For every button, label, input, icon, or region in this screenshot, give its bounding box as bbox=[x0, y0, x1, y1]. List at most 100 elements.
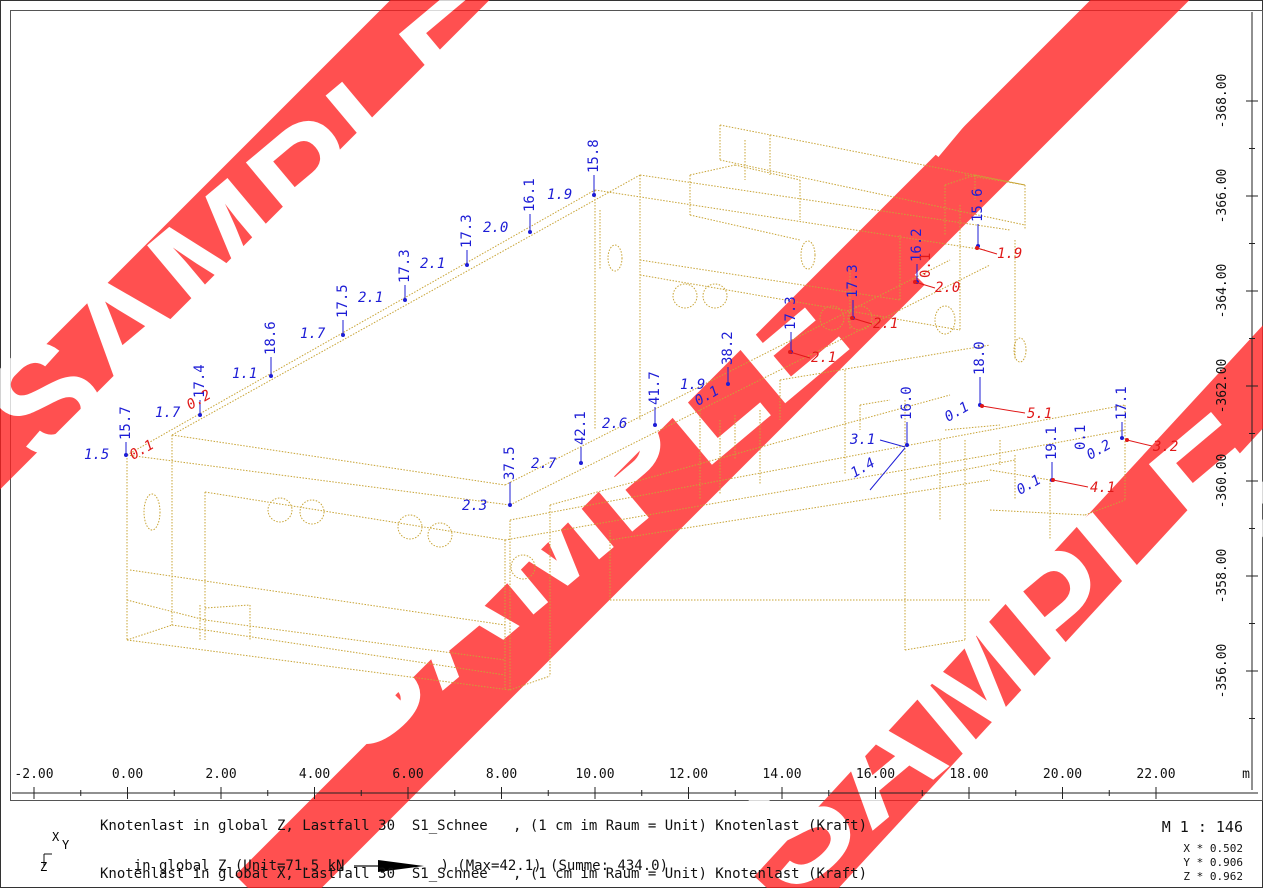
wire-opening bbox=[672, 283, 698, 309]
wire-edge bbox=[204, 604, 251, 609]
wire-edge bbox=[126, 454, 511, 506]
x-load-label-red: 2.1 bbox=[811, 350, 836, 366]
z-load-label: 15.6 bbox=[970, 188, 986, 222]
node-marker bbox=[1051, 478, 1055, 482]
wire-edge bbox=[126, 599, 206, 621]
footer-unit-text: in global Z (Unit=71.5 kN bbox=[133, 858, 345, 874]
wire-edge bbox=[509, 264, 991, 506]
y-tick-label: -362.00 bbox=[1215, 359, 1230, 414]
z-load-label: 16.1 bbox=[522, 178, 538, 212]
wire-edge bbox=[639, 274, 961, 331]
y-tick-label: -366.00 bbox=[1215, 169, 1230, 224]
wire-edge bbox=[944, 424, 1001, 431]
z-load-label: 17.3 bbox=[459, 214, 475, 248]
wire-edge bbox=[909, 459, 1016, 481]
wire-edge bbox=[964, 174, 1026, 186]
y-tick-label: -368.00 bbox=[1215, 74, 1230, 129]
wire-edge bbox=[171, 174, 641, 436]
x-load-label-red: 2.0 bbox=[935, 280, 960, 296]
axis-y-label: Y bbox=[62, 838, 70, 852]
y-axis: -368.00 -366.00 -364.00 -362.00 -360.00 -358.… bbox=[1215, 12, 1258, 790]
x-load-label: 1.7 bbox=[155, 405, 181, 421]
wire-edge bbox=[204, 491, 506, 541]
x-load-label-red: 3.2 bbox=[1152, 439, 1178, 455]
load-arrow bbox=[976, 247, 998, 255]
watermark-text: SAMPLE bbox=[703, 379, 1263, 888]
x-load-label: 2.1 bbox=[420, 256, 445, 272]
x-tick-label: 0.00 bbox=[112, 767, 143, 782]
x-load-label: 2.3 bbox=[462, 498, 487, 514]
x-load-label: 3.1 bbox=[849, 432, 875, 448]
wire-opening bbox=[1013, 337, 1027, 363]
watermark-gap bbox=[921, 22, 1039, 158]
z-load-label: 18.6 bbox=[263, 321, 279, 355]
wire-edge bbox=[639, 174, 1011, 231]
load-arrow bbox=[914, 281, 936, 289]
node-marker bbox=[1120, 436, 1124, 440]
x-tick-label: 4.00 bbox=[299, 767, 330, 782]
y-tick-label: -364.00 bbox=[1215, 264, 1230, 319]
wire-opening bbox=[143, 493, 161, 531]
wireframe bbox=[126, 124, 1126, 691]
wire-edge bbox=[129, 569, 506, 626]
node-marker bbox=[465, 263, 469, 267]
wire-opening bbox=[267, 497, 293, 523]
watermark-band bbox=[754, 325, 1263, 888]
watermark-gap bbox=[731, 72, 889, 238]
wire-opening bbox=[427, 522, 453, 548]
x-tick-label: 12.00 bbox=[669, 767, 708, 782]
x-tick-label: -2.00 bbox=[14, 767, 53, 782]
node-marker bbox=[124, 453, 128, 457]
axis-x-label: X bbox=[52, 830, 60, 844]
y-tick-label: -360.00 bbox=[1215, 454, 1230, 509]
watermark-gap bbox=[991, 222, 1239, 508]
wire-edge bbox=[689, 164, 736, 176]
x-load-label: 2.1 bbox=[358, 290, 383, 306]
wire-edge bbox=[859, 399, 891, 406]
footer-line-1: Knotenlast in global Z, Lastfall 30 S1_S… bbox=[100, 818, 868, 834]
wire-edge bbox=[549, 394, 951, 506]
x-tick-label: 18.00 bbox=[949, 767, 988, 782]
wire-opening bbox=[397, 514, 423, 540]
wire-edge bbox=[171, 624, 506, 676]
wire-edge bbox=[126, 189, 596, 456]
z-load-label: 19.1 bbox=[1044, 426, 1060, 460]
x-load-label: 1.7 bbox=[300, 326, 326, 342]
wire-opening bbox=[299, 499, 325, 525]
footer-line-2: in global Z (Unit=71.5 kN ) (Max=42.1) (S… bbox=[100, 842, 668, 890]
load-arrow bbox=[789, 351, 811, 359]
scale-label: M 1 : 146 bbox=[1161, 818, 1243, 836]
z-load-label: 17.3 bbox=[845, 264, 861, 298]
wire-edge bbox=[171, 434, 506, 486]
wire-edge bbox=[509, 675, 551, 691]
z-load-label: 18.0 bbox=[972, 341, 988, 375]
footer-max-sum: ) (Max=42.1) (Summe: 434.0) bbox=[440, 858, 669, 874]
z-load-label: 17.5 bbox=[335, 284, 351, 318]
z-load-label: 0.1 bbox=[1073, 425, 1089, 450]
node-marker bbox=[198, 413, 202, 417]
watermark-band bbox=[0, 0, 490, 490]
wire-edge bbox=[989, 469, 1051, 481]
x-tick-label: 2.00 bbox=[205, 767, 236, 782]
x-load-label-red: 1.9 bbox=[997, 246, 1022, 262]
x-load-label-red: 2.1 bbox=[873, 316, 898, 332]
wire-edge bbox=[504, 454, 991, 541]
wire-edge bbox=[609, 479, 991, 541]
node-marker bbox=[341, 333, 345, 337]
x-load-label-red: 4.1 bbox=[1090, 480, 1115, 496]
x-load-label: 2.6 bbox=[602, 416, 627, 432]
node-marker bbox=[579, 461, 583, 465]
wire-opening bbox=[702, 283, 728, 309]
z-load-label: 41.7 bbox=[647, 371, 663, 405]
z-load-label: 37.5 bbox=[502, 446, 518, 480]
wire-edge bbox=[126, 624, 173, 641]
node-marker bbox=[913, 280, 917, 284]
wire-edge bbox=[126, 639, 511, 691]
x-tick-label: 20.00 bbox=[1043, 767, 1082, 782]
y-tick-label: -358.00 bbox=[1215, 549, 1230, 604]
x-factor: X * 0.502 bbox=[1183, 842, 1243, 855]
wire-opening bbox=[607, 244, 623, 272]
